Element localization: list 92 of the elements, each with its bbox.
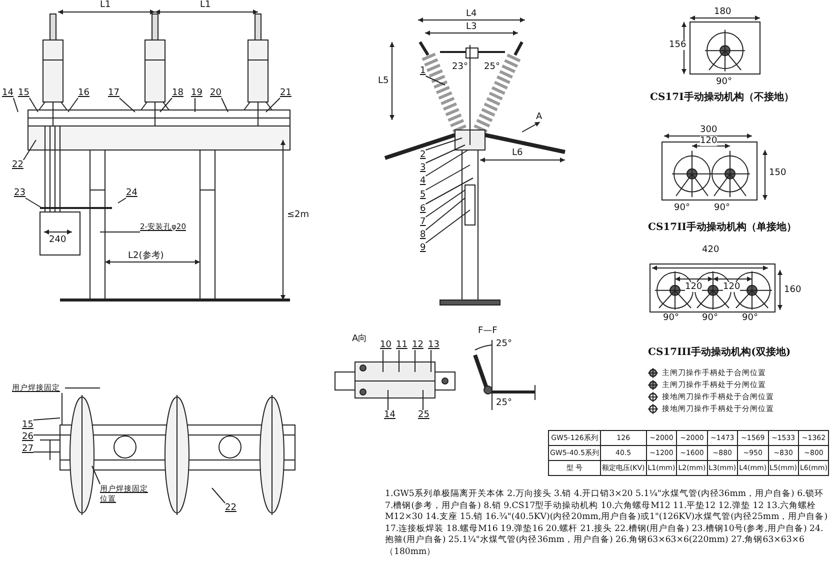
dimension-label: 25° [496, 398, 512, 408]
callout-number: 3 [420, 163, 426, 173]
callout-number: 18 [172, 88, 184, 98]
callout-number: 1 [420, 66, 426, 76]
dimension-label: 120 [685, 282, 702, 292]
callout-number: 23 [14, 188, 26, 198]
leader-line [22, 140, 36, 160]
parts-list: 1.GW5系列单极隔离开关本体 2.万向接头 3.销 4.开口销3×20 5.1¼"水煤气管(内径36mm，用户自备) 6.锁环 7.槽钢(参考，用户自备) 8.销 9.CS17型手动操动机构 10.六角螺母M12 11.平垫12 12.弹垫 12 13.六角螺栓M12×30 14.支座 15.销 16.¾"(40.5KV)(内径20mm,用户自备)或1"(126KV)水煤气管(内径25mm，用户自备) 17.连接板焊装 18.螺母M16 19.弹垫16 20.螺杆 21.接头 22.槽钢(用户自备) 23.槽钢10号(参考,用户自备) 24.抱箍(用户自备) 25.1¼"水煤气管(内径36mm，用户自备) 26.角钢63×63×6(220mm) 27.角钢63×63×6（180mm） [385, 489, 829, 558]
leader-line [32, 434, 60, 436]
leader-line [425, 76, 446, 86]
leader-line [220, 98, 228, 112]
dimension-label: L4 [466, 9, 477, 19]
callout-number: 27 [22, 444, 34, 454]
callout-number: 10 [380, 340, 392, 350]
dimension-label: L6 [512, 148, 523, 158]
callout-number: 19 [191, 88, 202, 98]
leader-line [28, 98, 38, 112]
callout-number: 9 [420, 243, 426, 253]
leader-line [422, 390, 424, 410]
dimension-label: L3 [466, 22, 477, 32]
dimension-label: 25° [496, 339, 512, 349]
callout-number: 15 [22, 420, 34, 430]
dimension-label: 25° [484, 62, 500, 72]
leader-line [118, 198, 126, 204]
callout-number: 17 [108, 88, 120, 98]
dimension-label: 180 [714, 7, 732, 17]
callout-number: 13 [428, 340, 440, 350]
dimension-label: 150 [769, 168, 786, 178]
dimension-label: 90° [742, 313, 758, 323]
callout-number: 14 [2, 88, 14, 98]
dimension-label: 90° [674, 203, 690, 213]
dimension-label: 160 [784, 285, 802, 295]
leader-line [425, 164, 470, 190]
leader-line [425, 210, 470, 244]
leader-line [430, 350, 432, 372]
dimension-label: 300 [700, 125, 718, 135]
view-title: CS17III手动操动机构(双接地) [648, 348, 791, 358]
leader-line [194, 98, 196, 112]
callout-number: 22 [225, 503, 236, 513]
callout-number: 8 [420, 230, 426, 240]
leader-line [160, 98, 172, 112]
callout-number: 26 [22, 432, 34, 442]
dimension-label: 90° [714, 203, 730, 213]
callout-number: 11 [396, 340, 408, 350]
dimension-label: 90° [702, 313, 718, 323]
dimension-label: L1 [100, 0, 111, 10]
dimension-label: F—F [478, 326, 498, 336]
leader-line [382, 350, 384, 372]
leader-line [398, 350, 400, 372]
dimension-label: L5 [378, 76, 389, 86]
leader-line [32, 418, 60, 420]
callout-number: 4 [420, 176, 426, 186]
dimension-label: 90° [663, 313, 679, 323]
leader-line [425, 198, 466, 230]
dimension-label: 420 [702, 245, 720, 255]
leader-line [425, 150, 468, 176]
callout-number: 21 [280, 88, 292, 98]
leader-line [425, 178, 474, 204]
callout-number: 12 [412, 340, 424, 350]
leader-line [12, 98, 18, 112]
callout-number: 22 [12, 160, 24, 170]
leader-line [425, 138, 462, 150]
leader-line [118, 98, 136, 112]
callout-number: 6 [420, 204, 426, 214]
callout-number: 16 [78, 88, 90, 98]
leader-line [68, 98, 78, 112]
dimension-label: L2(参考) [128, 251, 164, 261]
callout-number: 2 [420, 150, 426, 160]
leader-line [414, 350, 416, 372]
callout-number: 5 [420, 190, 426, 200]
leader-line [92, 466, 100, 484]
dimension-label: A [536, 112, 542, 122]
callout-number: 15 [18, 88, 30, 98]
dimension-label: ≤2m [287, 210, 310, 220]
dimension-label: 90° [716, 77, 732, 87]
dimension-label: 120 [723, 282, 740, 292]
callout-number: 24 [126, 188, 138, 198]
dimension-label: 120 [700, 136, 718, 146]
dimension-label: A向 [352, 334, 368, 344]
dimension-label: 240 [49, 235, 66, 245]
callout-number: 7 [420, 217, 426, 227]
dimension-label: 23° [452, 62, 468, 72]
leader-line [266, 98, 280, 112]
leader-line [425, 144, 466, 164]
callout-number: 25 [418, 410, 430, 420]
leader-line [212, 488, 226, 504]
leader-line [24, 198, 42, 208]
leader-line [425, 190, 466, 218]
callout-number: 14 [384, 410, 396, 420]
callout-number: 20 [210, 88, 222, 98]
dimension-label: L1 [200, 0, 211, 10]
dimension-label: 156 [669, 40, 686, 50]
